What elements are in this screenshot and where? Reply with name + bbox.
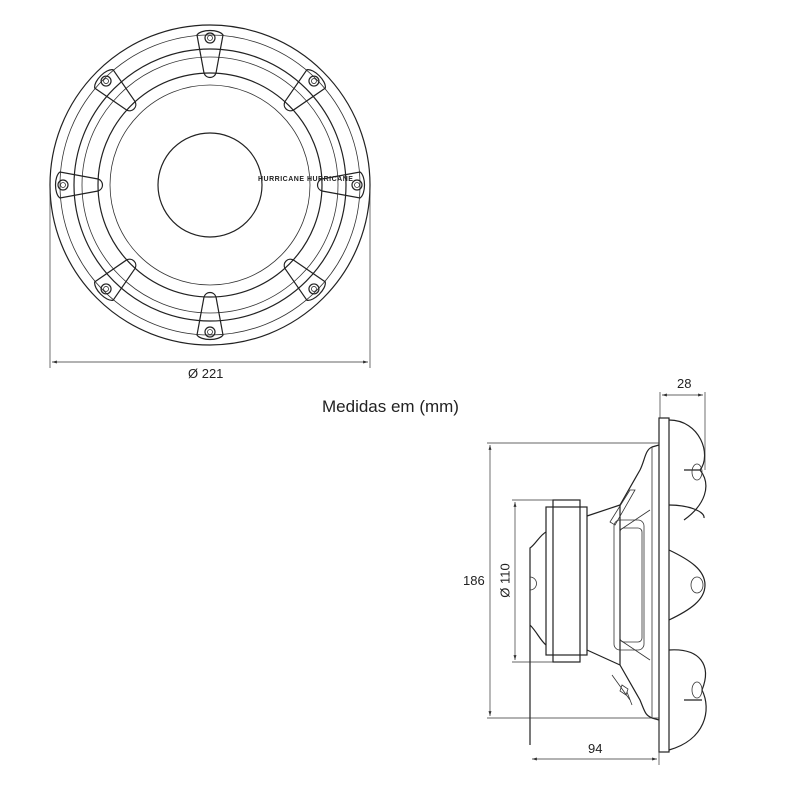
grille-bar: [196, 29, 224, 79]
screw-icon: [100, 75, 112, 87]
grille-bar: [54, 171, 104, 199]
front-view: [49, 24, 371, 346]
diameter-label: Ø 221: [188, 366, 224, 381]
flange-depth-label: 28: [677, 376, 692, 391]
magnet: [552, 499, 581, 663]
dust-cap: [157, 132, 263, 238]
screw-icon: [308, 75, 320, 87]
height-label: 186: [463, 573, 485, 588]
magnet-plate: [545, 506, 588, 656]
depth-label: 94: [588, 741, 603, 756]
screw-icon: [308, 283, 320, 295]
grille-bar: [283, 258, 326, 301]
grille-bar: [316, 171, 366, 199]
magnet-diameter-label: Ø 110: [497, 563, 513, 598]
page-title: Medidas em (mm): [322, 397, 459, 416]
diameter-dimension: [49, 190, 371, 368]
side-view: [529, 417, 707, 753]
outer-ring: [49, 24, 371, 346]
screw-icon: [100, 283, 112, 295]
screw-icon: [57, 179, 69, 191]
screw-icon: [204, 32, 216, 44]
grille-bar: [196, 291, 224, 341]
logo-text: HURRICANE HURRICANE: [258, 176, 354, 183]
side-dimensions: [487, 392, 706, 765]
grille-bar: [283, 69, 326, 112]
screw-icon: [204, 326, 216, 338]
grille-bar: [94, 69, 137, 112]
screw-icon: [351, 179, 363, 191]
grille-bar: [94, 258, 137, 301]
